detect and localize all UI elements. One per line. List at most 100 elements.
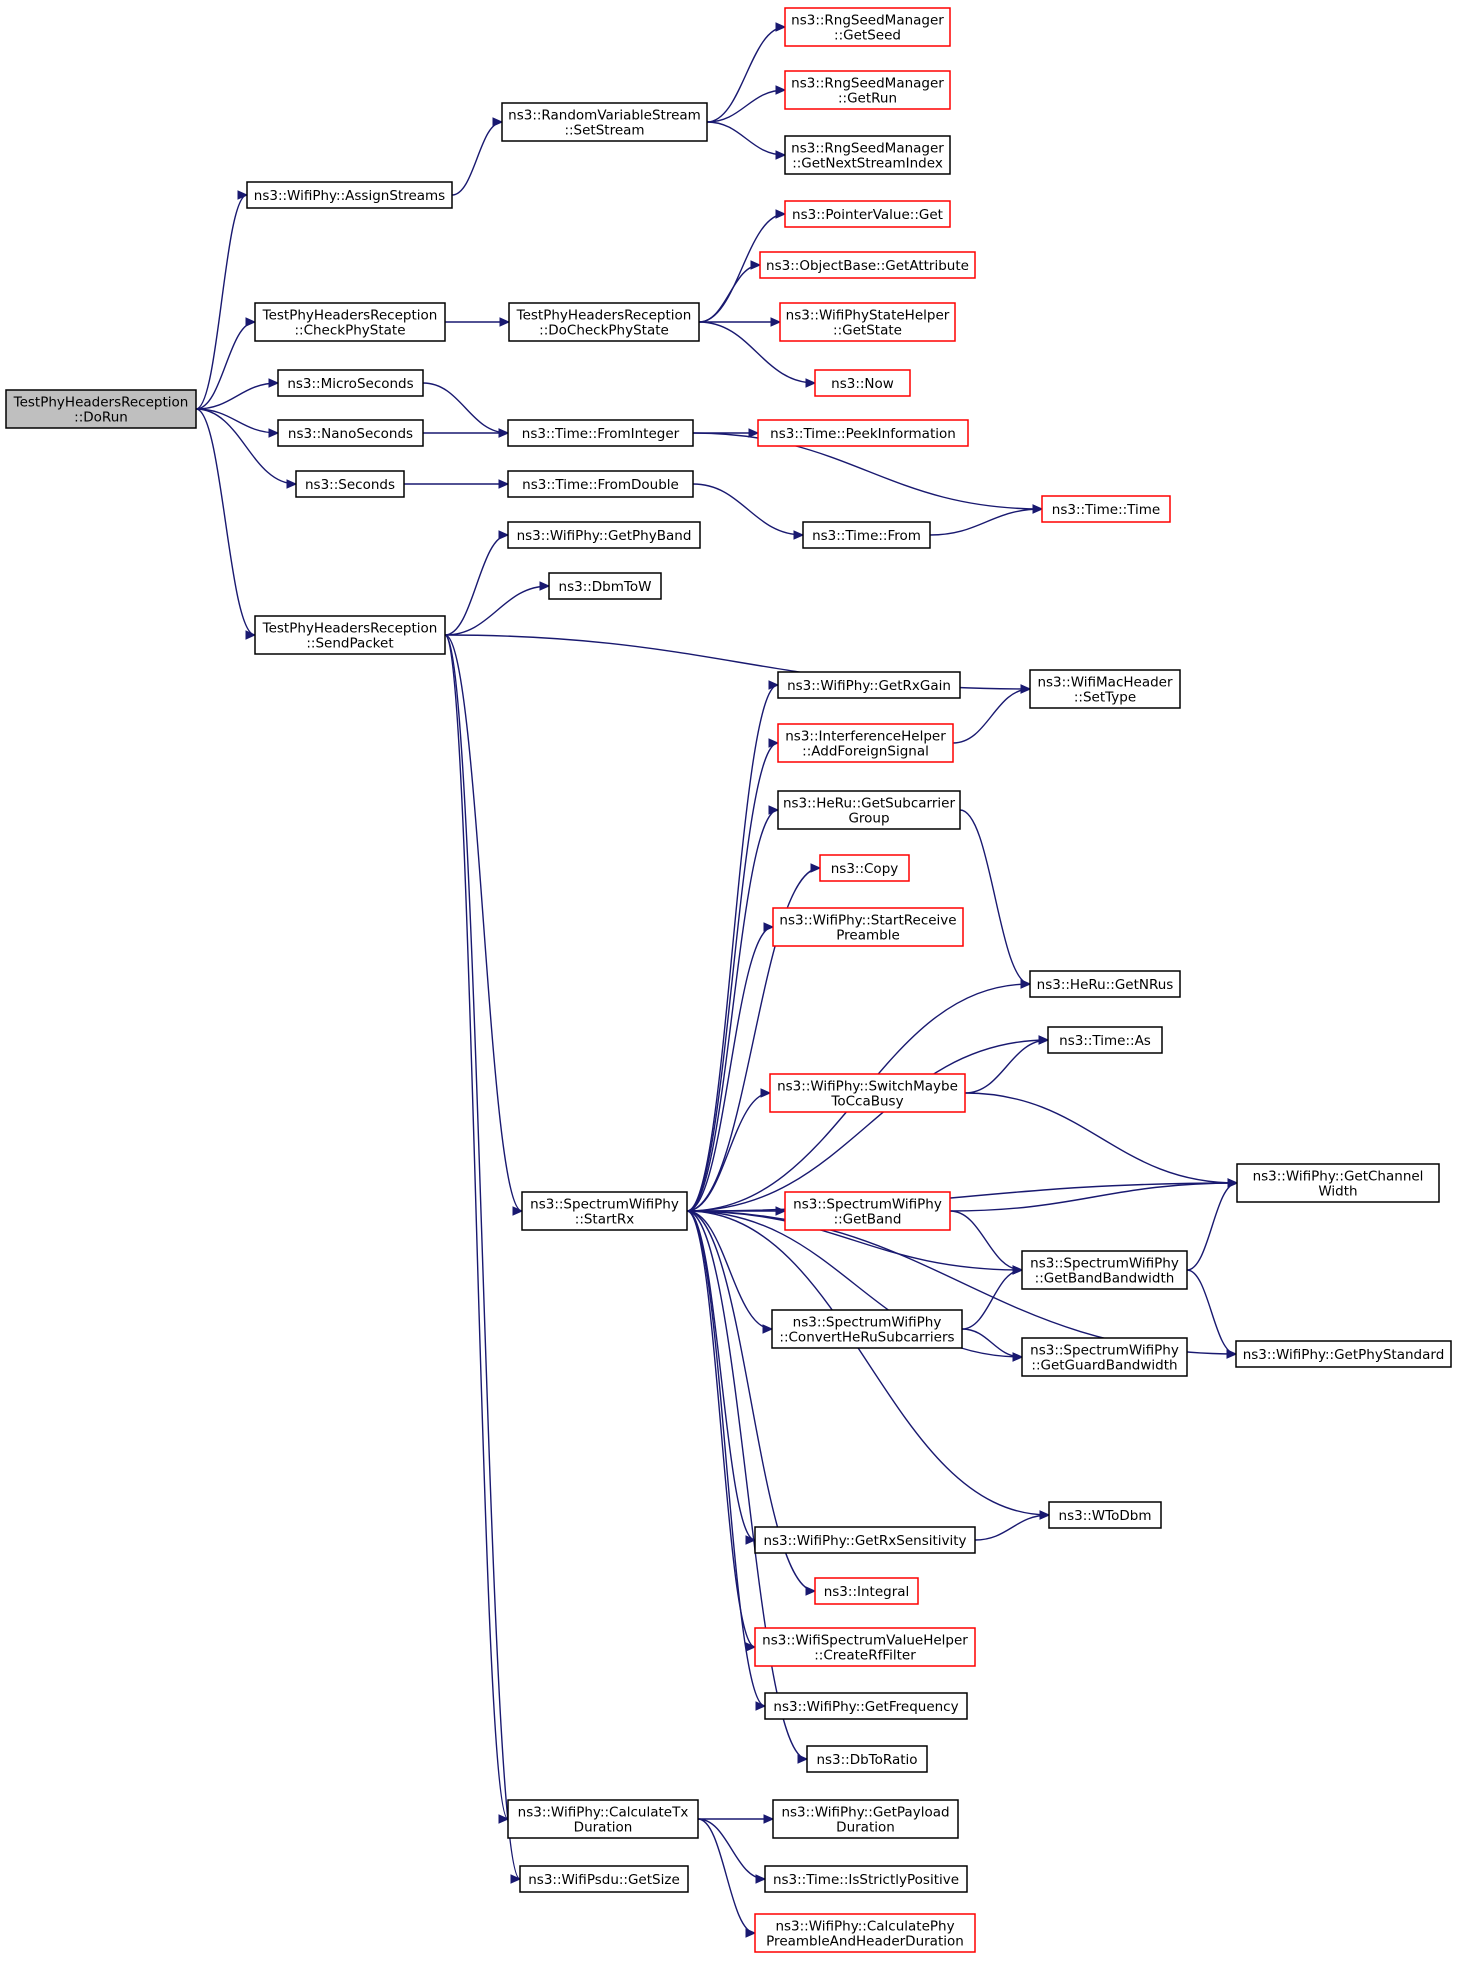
- arrowhead-n14-n15: [748, 428, 760, 438]
- edge-n33-n44: [686, 1210, 808, 1760]
- node-label: ::SendPacket: [306, 636, 393, 652]
- graph-node-n15[interactable]: ns3::Time::PeekInformation: [757, 419, 969, 447]
- node-box: [814, 1577, 919, 1605]
- node-label: Duration: [836, 1820, 895, 1836]
- node-box: [507, 521, 701, 549]
- graph-node-n11[interactable]: ns3::Now: [814, 369, 911, 397]
- graph-node-n42[interactable]: ns3::WifiSpectrumValueHelper::CreateRfFi…: [754, 1627, 976, 1667]
- arrowhead-n45-n49: [745, 1928, 757, 1938]
- graph-node-n30[interactable]: ns3::Time::As: [1047, 1026, 1163, 1054]
- graph-node-n20[interactable]: ns3::WifiPhy::GetPhyBand: [507, 521, 701, 549]
- graph-node-n41[interactable]: ns3::Integral: [814, 1577, 919, 1605]
- graph-node-n8[interactable]: ns3::PointerValue::Get: [784, 200, 951, 228]
- arrowhead-n35-n32: [1227, 1178, 1239, 1188]
- edge-n33-n24: [686, 684, 779, 1212]
- graph-node-n23[interactable]: ns3::WifiMacHeader::SetType: [1029, 669, 1181, 709]
- graph-node-n4[interactable]: ns3::RngSeedManager::GetRun: [784, 70, 951, 110]
- graph-node-n22[interactable]: TestPhyHeadersReception::SendPacket: [254, 615, 446, 655]
- graph-node-n43[interactable]: ns3::WifiPhy::GetFrequency: [764, 1692, 968, 1720]
- graph-node-n1[interactable]: ns3::WifiPhy::AssignStreams: [246, 181, 453, 209]
- node-label: ::GetBandBandwidth: [1035, 1271, 1175, 1287]
- graph-node-n44[interactable]: ns3::DbToRatio: [806, 1745, 928, 1773]
- graph-node-n29[interactable]: ns3::HeRu::GetNRus: [1029, 970, 1181, 998]
- graph-node-n7[interactable]: TestPhyHeadersReception::DoCheckPhyState: [508, 302, 700, 342]
- node-label: ns3::RandomVariableStream: [508, 108, 701, 124]
- arrowhead-n45-n48: [755, 1874, 767, 1884]
- node-label: ns3::HeRu::GetSubcarrier: [783, 796, 956, 812]
- node-box: [784, 7, 951, 47]
- arrowhead-n0-n12: [268, 378, 280, 388]
- node-box: [806, 1745, 928, 1773]
- arrowhead-n13-n14: [498, 428, 510, 438]
- graph-node-n10[interactable]: ns3::WifiPhyStateHelper::GetState: [779, 302, 956, 342]
- node-label: Width: [1318, 1184, 1357, 1200]
- node-label: ns3::WifiPhy::CalculateTx: [518, 1805, 689, 1821]
- graph-node-n12[interactable]: ns3::MicroSeconds: [277, 369, 424, 397]
- node-box: [254, 302, 446, 342]
- graph-node-n24[interactable]: ns3::WifiPhy::GetRxGain: [777, 671, 961, 699]
- arrowhead-n33-n29: [1020, 979, 1032, 989]
- node-label: ns3::WifiPhy::AssignStreams: [254, 188, 445, 204]
- graph-node-n34[interactable]: ns3::SpectrumWifiPhy::GetBand: [784, 1191, 951, 1231]
- graph-node-n35[interactable]: ns3::SpectrumWifiPhy::GetBandBandwidth: [1021, 1250, 1188, 1290]
- arrowhead-n25-n23: [1020, 684, 1032, 694]
- graph-nodes: TestPhyHeadersReception::DoRunns3::WifiP…: [5, 7, 1452, 1953]
- graph-node-n47[interactable]: ns3::WifiPsdu::GetSize: [519, 1865, 689, 1893]
- graph-node-n19[interactable]: ns3::Time::Time: [1041, 495, 1171, 523]
- graph-node-n39[interactable]: ns3::WToDbm: [1048, 1501, 1162, 1529]
- node-box: [777, 671, 961, 699]
- graph-node-n18[interactable]: ns3::Time::From: [802, 521, 931, 549]
- graph-node-n36[interactable]: ns3::SpectrumWifiPhy::ConvertHeRuSubcarr…: [771, 1309, 963, 1349]
- edge-n40-n39: [974, 1514, 1050, 1541]
- edge-n22-n21: [444, 585, 550, 636]
- graph-node-n38[interactable]: ns3::WifiPhy::GetPhyStandard: [1235, 1340, 1452, 1368]
- graph-node-n27[interactable]: ns3::Copy: [819, 854, 910, 882]
- node-label: ::SetStream: [564, 123, 644, 139]
- edge-n33-n37: [686, 1210, 1023, 1358]
- node-label: ns3::WifiPhy::GetPhyStandard: [1243, 1347, 1445, 1363]
- graph-node-n16[interactable]: ns3::Seconds: [295, 470, 405, 498]
- arrowhead-n0-n22: [245, 630, 257, 640]
- graph-node-n17[interactable]: ns3::Time::FromDouble: [507, 470, 694, 498]
- edge-n0-n12: [195, 382, 279, 410]
- graph-node-n13[interactable]: ns3::NanoSeconds: [277, 419, 424, 447]
- edge-n33-n43: [686, 1210, 766, 1707]
- arrowhead-n7-n9: [750, 260, 762, 270]
- arrowhead-n33-n44: [797, 1754, 809, 1764]
- node-label: ns3::DbToRatio: [816, 1752, 917, 1768]
- node-label: ns3::WifiPhy::SwitchMaybe: [777, 1079, 958, 1095]
- arrowhead-n0-n6: [245, 317, 257, 327]
- node-box: [754, 1913, 976, 1953]
- graph-node-n49[interactable]: ns3::WifiPhy::CalculatePhyPreambleAndHea…: [754, 1913, 976, 1953]
- arrowhead-n33-n24: [768, 680, 780, 690]
- graph-node-n40[interactable]: ns3::WifiPhy::GetRxSensitivity: [754, 1526, 976, 1554]
- edge-n33-n25: [686, 742, 779, 1212]
- node-label: ::GetNextStreamIndex: [792, 156, 943, 172]
- graph-node-n14[interactable]: ns3::Time::FromInteger: [507, 419, 694, 447]
- edge-n35-n38: [1186, 1269, 1237, 1355]
- graph-node-n37[interactable]: ns3::SpectrumWifiPhy::GetGuardBandwidth: [1021, 1337, 1188, 1377]
- graph-node-n21[interactable]: ns3::DbmToW: [548, 572, 662, 600]
- graph-node-n33[interactable]: ns3::SpectrumWifiPhy::StartRx: [521, 1191, 688, 1231]
- graph-node-n9[interactable]: ns3::ObjectBase::GetAttribute: [759, 251, 976, 279]
- graph-node-n5[interactable]: ns3::RngSeedManager::GetNextStreamIndex: [784, 135, 951, 175]
- graph-node-n2[interactable]: ns3::RandomVariableStream::SetStream: [501, 102, 708, 142]
- arrowhead-n33-n28: [763, 922, 775, 932]
- node-box: [802, 521, 931, 549]
- graph-node-n6[interactable]: TestPhyHeadersReception::CheckPhyState: [254, 302, 446, 342]
- graph-node-n3[interactable]: ns3::RngSeedManager::GetSeed: [784, 7, 951, 47]
- node-box: [772, 907, 964, 947]
- arrowhead-n33-n34: [775, 1206, 787, 1216]
- graph-node-n48[interactable]: ns3::Time::IsStrictlyPositive: [764, 1865, 968, 1893]
- graph-node-n0[interactable]: TestPhyHeadersReception::DoRun: [5, 389, 197, 429]
- arrowhead-n0-n16: [286, 479, 298, 489]
- graph-node-n25[interactable]: ns3::InterferenceHelper::AddForeignSigna…: [777, 723, 954, 763]
- arrowhead-n33-n26: [768, 805, 780, 815]
- edge-n0-n16: [195, 408, 297, 485]
